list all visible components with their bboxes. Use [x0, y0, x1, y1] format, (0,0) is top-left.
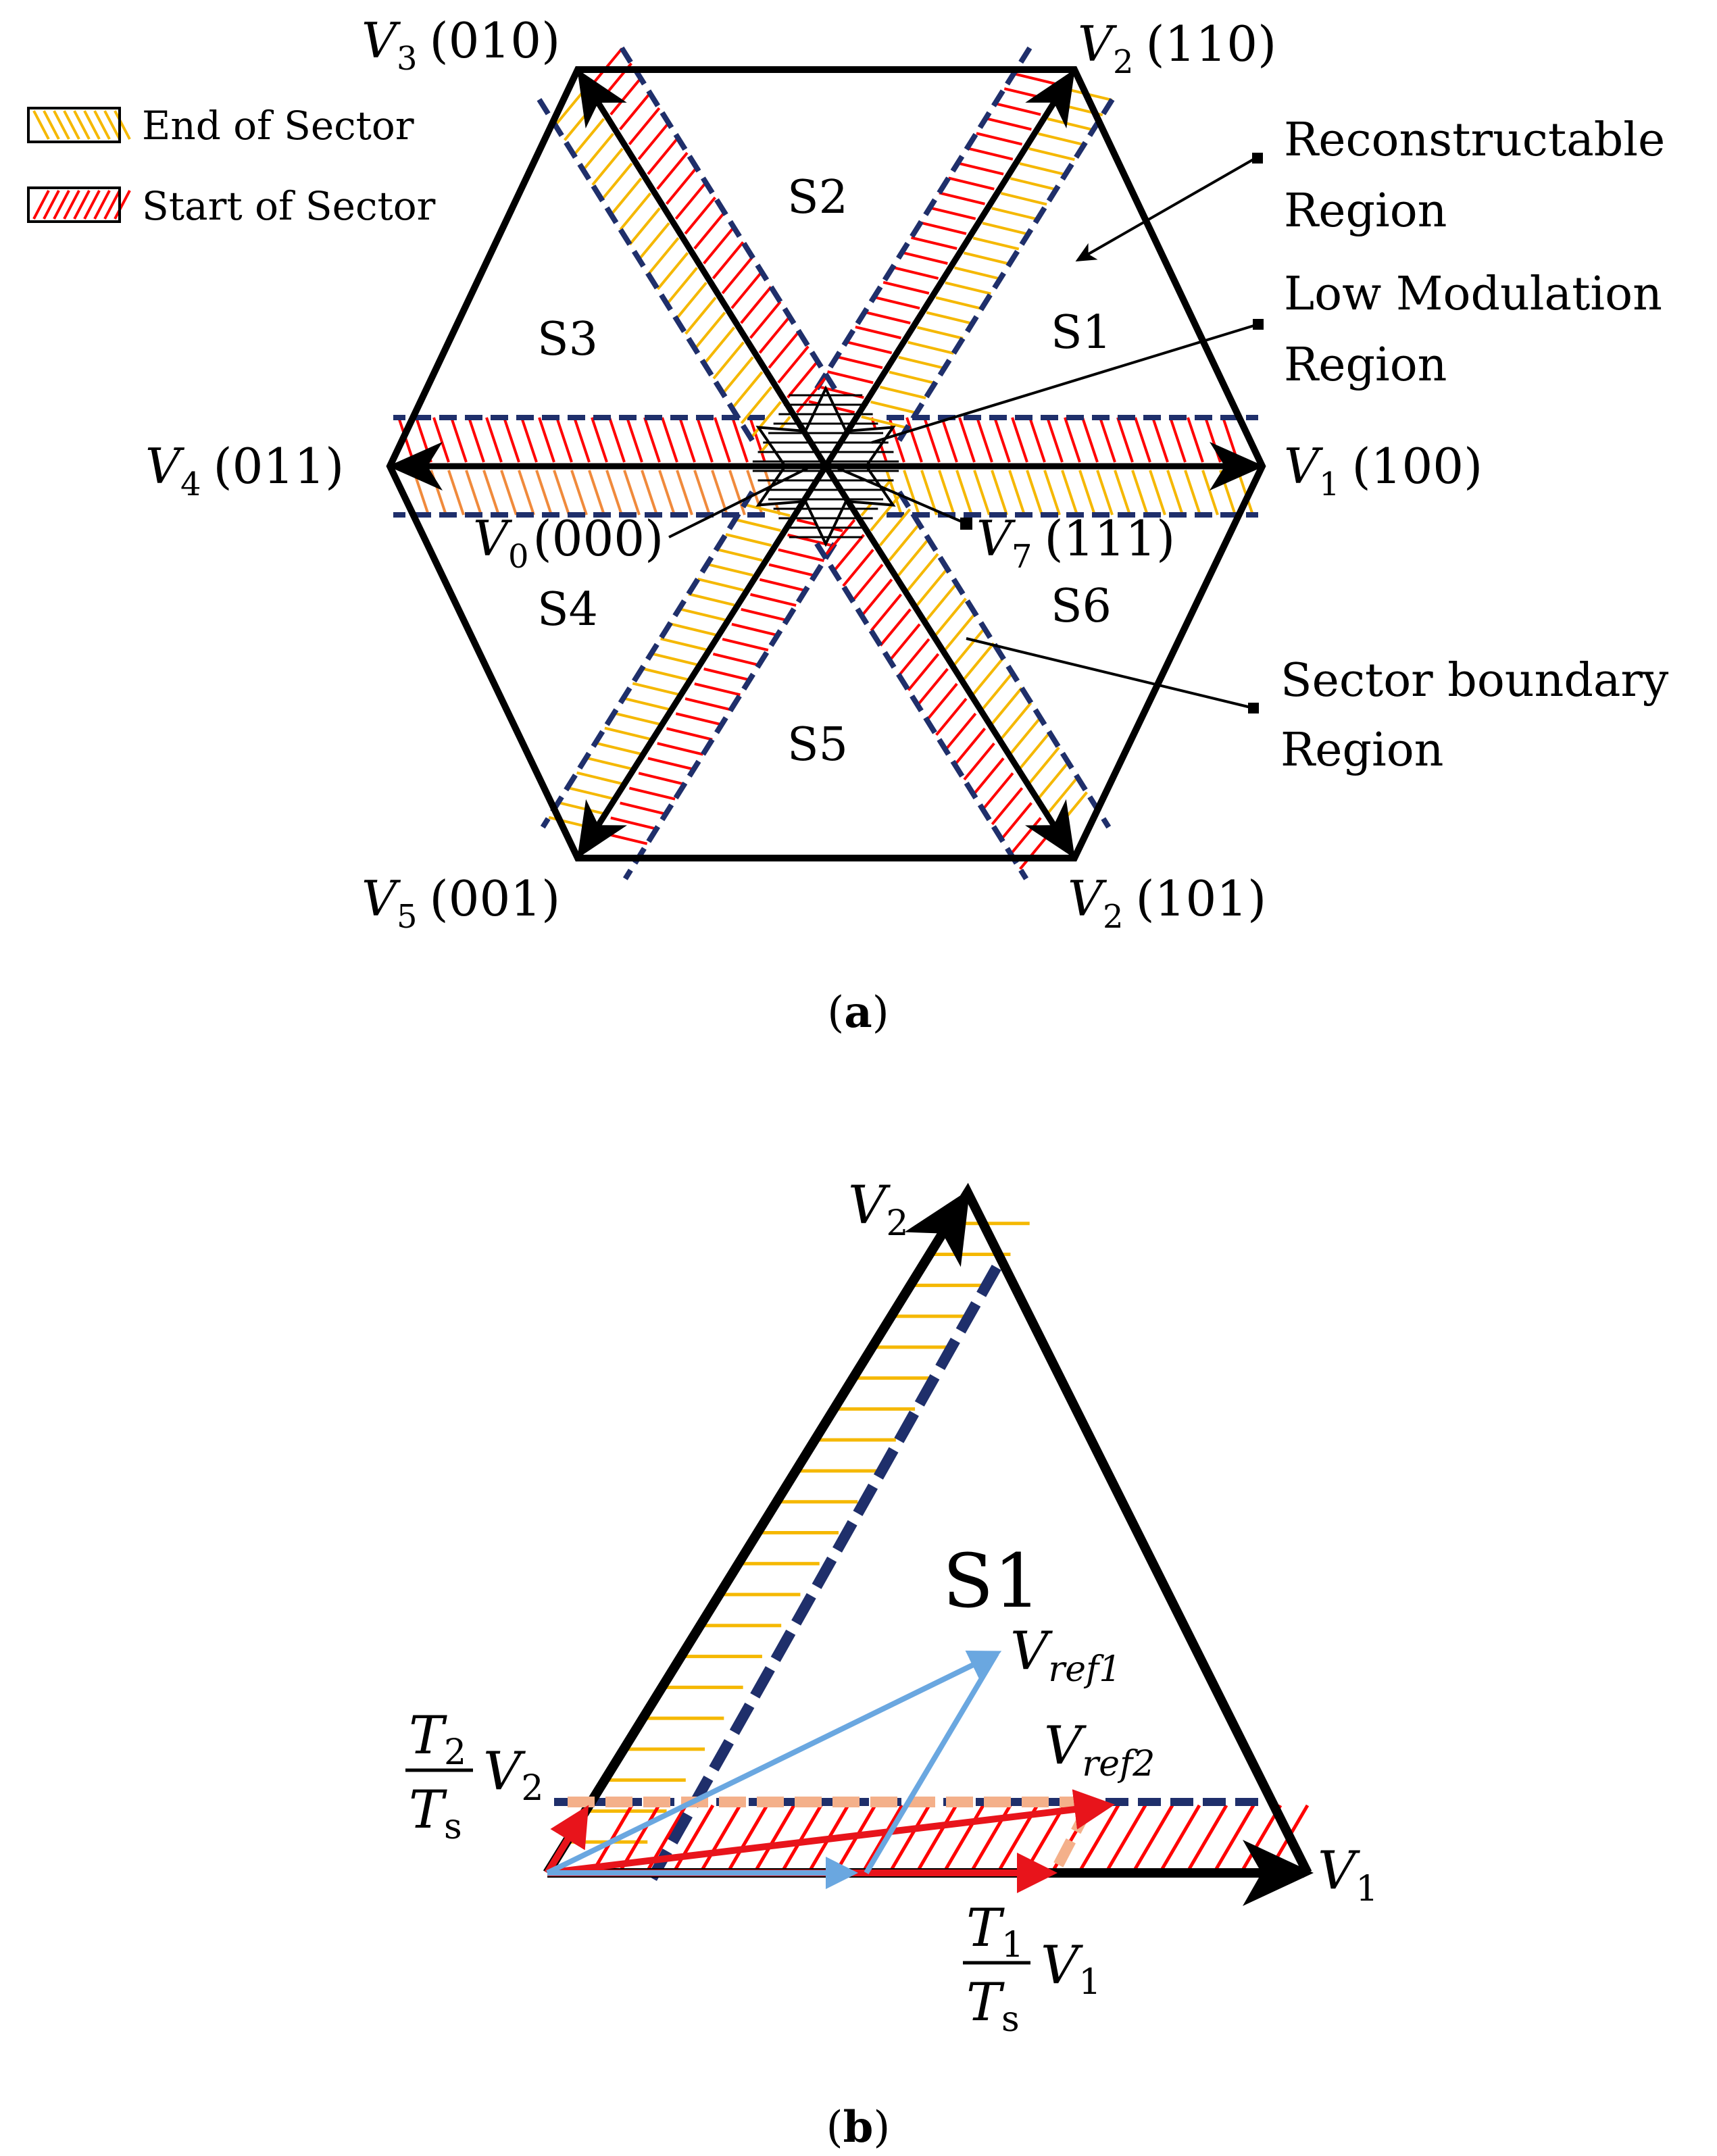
sector-label-s1-b: S1 [943, 1538, 1041, 1624]
vector-labels: V3(010) V2(110) V4(011) V1(100) V5(001) … [145, 12, 1483, 936]
label-v6: V2(101) [1068, 870, 1266, 936]
v2-arrow [823, 69, 1075, 468]
v5-arrow [577, 464, 828, 859]
low-mod-label-line2: Region [1284, 339, 1447, 392]
svg-text:V1: V1 [1041, 1935, 1101, 2003]
sector-label-s6: S6 [1051, 580, 1112, 633]
red-vector-construction [544, 1789, 1115, 1893]
legend-end-swatch [27, 107, 131, 143]
blue-vector-construction [546, 1651, 1002, 1889]
label-vref1: Vref1 [1010, 1621, 1121, 1690]
t2-v2-red-arrow [544, 1805, 589, 1875]
sector-boundary-bands [393, 46, 1258, 880]
vref2-arrow [547, 1789, 1115, 1876]
reconstructable-label-line1: Reconstructable [1284, 114, 1665, 167]
t2-over-ts-v2-label: T2 Ts V2 [405, 1705, 543, 1847]
svg-text:V2: V2 [483, 1741, 543, 1809]
legend-start-label: Start of Sector [142, 183, 436, 229]
v2-axis-arrow [543, 1189, 970, 1876]
label-v7: V7(111) [976, 510, 1175, 576]
label-vref2: Vref2 [1044, 1715, 1155, 1784]
label-v1-b: V1 [1318, 1840, 1378, 1909]
legend-end-label: End of Sector [142, 103, 414, 149]
annotation-pointers [871, 153, 1264, 713]
boundary-dash-v2 [647, 1261, 1003, 1881]
panel-a: End of Sector Start of Sector S1 S2 S3 S… [27, 12, 1669, 1038]
sector-label-s2: S2 [787, 171, 848, 224]
svg-text:T1: T1 [966, 1898, 1024, 1965]
low-mod-label-line1: Low Modulation [1284, 268, 1662, 321]
vref1-v2-component [864, 1651, 999, 1875]
zero-vector-leaders [668, 467, 972, 538]
label-v1: V1(100) [1284, 438, 1483, 503]
label-v3: V3(010) [362, 12, 560, 78]
sector-label-s5: S5 [787, 718, 848, 772]
sector-label-s1: S1 [1051, 306, 1112, 359]
caption-a: (a) [827, 987, 889, 1038]
space-vector-arrows [388, 69, 1264, 859]
label-v2-b: V2 [848, 1175, 908, 1244]
panel-b: S1 V2 V1 Vref1 Vref2 T2 Ts V2 T1 Ts V1 (… [405, 1175, 1378, 2153]
sector-label-s3: S3 [537, 313, 598, 366]
vref2-component-path [568, 1797, 1101, 1876]
sector-labels: S1 S2 S3 S4 S5 S6 [537, 171, 1112, 772]
svg-text:Ts: Ts [966, 1972, 1020, 2040]
svg-text:Ts: Ts [409, 1780, 462, 1847]
label-v4: V4(011) [145, 438, 344, 503]
v6-arrow [823, 464, 1075, 859]
v3-arrow [577, 69, 828, 468]
boundary-label-line2: Region [1280, 724, 1443, 777]
region-annotations: Reconstructable Region Low Modulation Re… [1280, 114, 1669, 777]
svg-text:T2: T2 [409, 1705, 466, 1773]
vref1-arrow [546, 1651, 1002, 1876]
legend: End of Sector Start of Sector [27, 103, 436, 229]
label-v0: V0(000) [473, 510, 664, 576]
start-of-sector-band [593, 1804, 1310, 1870]
end-of-sector-band [570, 1222, 1030, 1844]
label-v5: V5(001) [362, 870, 560, 936]
legend-start-swatch [27, 186, 131, 223]
boundary-label-line1: Sector boundary [1280, 654, 1669, 707]
sector-label-s4: S4 [537, 583, 598, 636]
caption-b: (b) [826, 2102, 891, 2153]
label-v2: V2(110) [1078, 16, 1276, 81]
reconstructable-label-line2: Region [1284, 184, 1447, 238]
t1-over-ts-v1-label: T1 Ts V1 [963, 1898, 1101, 2040]
